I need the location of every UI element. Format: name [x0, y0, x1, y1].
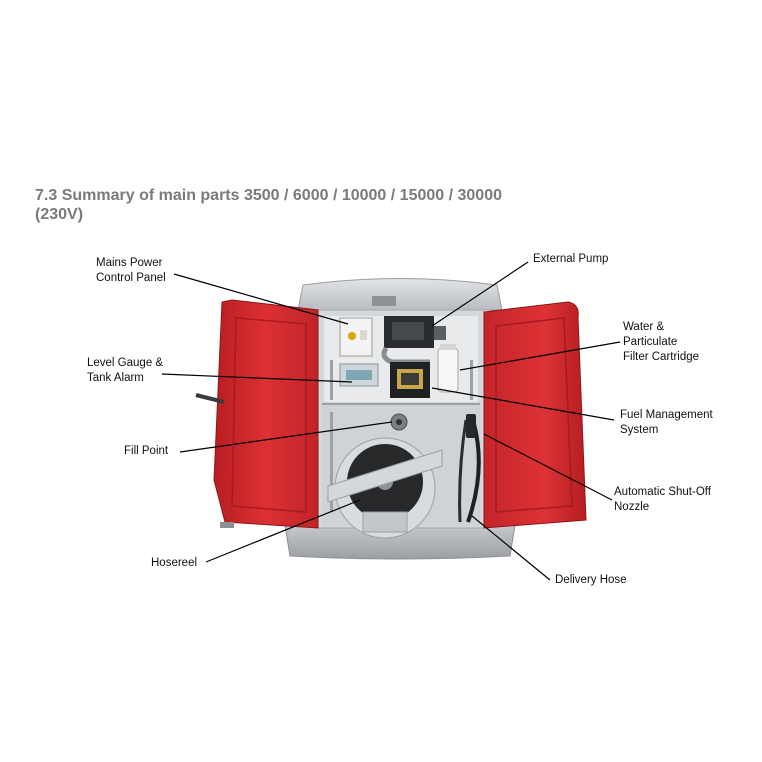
- mains-power-control-panel: [339, 317, 373, 357]
- section-heading: 7.3 Summary of main parts 3500 / 6000 / …: [35, 186, 555, 224]
- left-door: [195, 299, 319, 529]
- leader-hosereel: [205, 499, 361, 563]
- leader-external-pump: [431, 261, 529, 327]
- level-gauge-tank-alarm: [339, 363, 379, 387]
- label-fuel-management-system: Fuel Management System: [620, 408, 713, 438]
- label-level-gauge-tank-alarm: Level Gauge & Tank Alarm: [87, 356, 163, 386]
- label-mains-power-control-panel: Mains Power Control Panel: [96, 256, 166, 286]
- leader-fuel-management: [431, 387, 615, 421]
- leader-fill-point: [179, 421, 393, 453]
- label-filter-cartridge: Water & Particulate Filter Cartridge: [623, 320, 699, 365]
- label-mains-power-line1: Mains Power: [96, 257, 163, 269]
- hosereel: [327, 437, 443, 539]
- external-pump: [381, 316, 446, 365]
- fuel-management-system: [390, 362, 430, 398]
- label-water-filter-line2: Particulate: [623, 336, 678, 348]
- label-fuel-management-line2: System: [620, 424, 659, 436]
- label-fuel-management-line1: Fuel Management: [620, 409, 713, 421]
- tank-base: [284, 524, 516, 560]
- label-fill-point: Fill Point: [124, 445, 169, 457]
- section-title-line2: (230V): [35, 206, 84, 223]
- label-hosereel: Hosereel: [151, 557, 198, 569]
- label-delivery-hose: Delivery Hose: [555, 574, 627, 586]
- label-water-filter-line1: Water &: [623, 321, 665, 333]
- section-title-line1: Summary of main parts 3500 / 6000 / 1000…: [61, 187, 502, 204]
- label-mains-power-line2: Control Panel: [96, 272, 166, 284]
- leader-lines: [161, 261, 621, 581]
- tank-lid: [297, 278, 503, 311]
- label-level-gauge-line2: Tank Alarm: [87, 372, 144, 384]
- label-shutoff-nozzle: Automatic Shut-Off Nozzle: [614, 485, 711, 515]
- leader-filter-cartridge: [459, 341, 621, 371]
- label-water-filter-line3: Filter Cartridge: [623, 351, 700, 363]
- filter-cartridge: [437, 344, 459, 393]
- delivery-hose-nozzle: [458, 414, 481, 523]
- label-shutoff-nozzle-line1: Automatic Shut-Off: [614, 486, 711, 498]
- label-level-gauge-line1: Level Gauge &: [87, 357, 164, 369]
- label-shutoff-nozzle-line2: Nozzle: [614, 501, 650, 513]
- leader-level-gauge: [161, 373, 353, 383]
- right-door: [483, 301, 587, 529]
- fill-point: [390, 413, 408, 431]
- label-external-pump: External Pump: [533, 253, 609, 265]
- section-number: 7.3: [35, 187, 58, 204]
- leader-delivery-hose: [471, 515, 551, 581]
- leader-mains-power: [173, 273, 349, 325]
- leader-shutoff-nozzle: [483, 433, 613, 501]
